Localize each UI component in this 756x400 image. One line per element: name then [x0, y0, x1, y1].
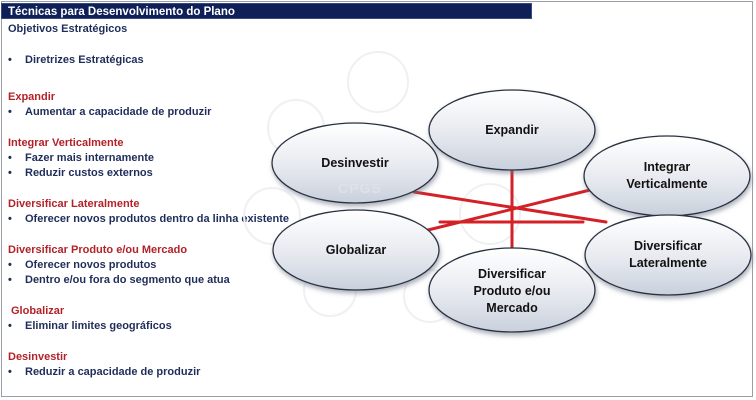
- bullet-item: • Aumentar a capacidade de produzir: [8, 105, 308, 120]
- section-integrar: Integrar Verticalmente • Fazer mais inter…: [8, 136, 308, 181]
- connector-lines: [412, 166, 608, 264]
- connector-line: [418, 188, 592, 234]
- section-globalizar: Globalizar • Eliminar limites geográficos: [8, 304, 308, 334]
- bullet-text: Dentro e/ou fora do segmento que atua: [25, 274, 230, 286]
- watermark-text: CPGS: [338, 180, 382, 196]
- bullet-text: Reduzir a capacidade de produzir: [25, 366, 201, 378]
- bullet-item: • Dentro e/ou fora do segmento que atua: [8, 273, 308, 288]
- node-text: Desinvestir: [321, 155, 389, 170]
- bullet-icon: •: [8, 213, 12, 225]
- section-desinvestir: Desinvestir • Reduzir a capacidade de pro…: [8, 350, 308, 380]
- node-globalizar: [272, 209, 440, 291]
- node-text: Expandir: [485, 122, 539, 137]
- bullet-text: Reduzir custos externos: [25, 167, 153, 179]
- bullet-item: • Oferecer novos produtos: [8, 258, 308, 273]
- section-heading: Objetivos Estratégicos: [8, 23, 128, 35]
- node-text: Integrar: [643, 160, 691, 174]
- section-objetivos: Objetivos Estratégicos • Diretrizes Estra…: [8, 22, 308, 68]
- node-label-expandir: Expandir: [430, 120, 594, 140]
- slide-title: Técnicas para Desenvolvimento do Plano: [1, 3, 532, 19]
- node-label-diversificar-produto: Diversificar Produto e/ou Mercado: [430, 264, 594, 318]
- bullet-text: Eliminar limites geográficos: [25, 320, 172, 332]
- section-expandir: Expandir • Aumentar a capacidade de produ…: [8, 90, 308, 120]
- bullet-text: Oferecer novos produtos: [25, 259, 157, 271]
- bullet-item: • Reduzir custos externos: [8, 166, 308, 181]
- bullet-icon: •: [8, 54, 12, 66]
- section-heading: Globalizar: [11, 305, 65, 317]
- node-expandir: [428, 89, 596, 171]
- bullet-icon: •: [8, 274, 12, 286]
- bullet-item: • Eliminar limites geográficos: [8, 319, 308, 334]
- node-text: Verticalmente: [626, 177, 708, 191]
- bullet-item: • Reduzir a capacidade de produzir: [8, 365, 308, 380]
- bullet-text: Diretrizes Estratégicas: [25, 54, 144, 66]
- node-text: Mercado: [486, 300, 538, 315]
- bullet-text: Oferecer novos produtos dentro da linha …: [25, 213, 290, 225]
- section-heading: Diversificar Produto e/ou Mercado: [8, 244, 188, 256]
- section-diversificar-lateral: Diversificar Lateralmente • Oferecer novo…: [8, 197, 308, 227]
- connector-line: [412, 190, 608, 224]
- technique-list: Objetivos Estratégicos • Diretrizes Estra…: [8, 22, 308, 380]
- node-text: Diversificar: [477, 266, 547, 281]
- node-label-globalizar: Globalizar: [274, 240, 438, 260]
- node-label-desinvestir: Desinvestir: [273, 153, 437, 173]
- bullet-text: Fazer mais internamente: [25, 152, 154, 164]
- section-heading: Diversificar Lateralmente: [8, 198, 140, 210]
- bullet-item: • Oferecer novos produtos dentro da linha…: [8, 212, 308, 227]
- bullet-icon: •: [8, 366, 12, 378]
- node-label-diversificar-lateralmente: Diversificar Lateralmente: [586, 237, 750, 273]
- section-heading: Integrar Verticalmente: [8, 137, 124, 149]
- bullet-icon: •: [8, 320, 12, 332]
- section-heading: Expandir: [8, 91, 56, 103]
- bullet-icon: •: [8, 259, 12, 271]
- node-diversificar-lateralmente: [584, 214, 752, 296]
- bullet-icon: •: [8, 152, 12, 164]
- node-text: Produto e/ou: [473, 283, 551, 298]
- node-text: Lateralmente: [629, 256, 707, 270]
- bullet-icon: •: [8, 106, 12, 118]
- bullet-text: Aumentar a capacidade de produzir: [25, 106, 212, 118]
- node-diversificar-produto: [428, 247, 596, 333]
- node-text: Globalizar: [325, 242, 387, 257]
- node-desinvestir: [271, 122, 439, 204]
- bullet-item: • Fazer mais internamente: [8, 151, 308, 166]
- background-watermark: [243, 51, 521, 323]
- node-label-integrar-verticalmente: Integrar Verticalmente: [585, 158, 749, 194]
- section-diversificar-produto: Diversificar Produto e/ou Mercado • Ofere…: [8, 243, 308, 288]
- node-text: Diversificar: [633, 239, 703, 253]
- section-heading: Desinvestir: [8, 351, 68, 363]
- bullet-item: • Diretrizes Estratégicas: [8, 53, 308, 68]
- bullet-icon: •: [8, 167, 12, 179]
